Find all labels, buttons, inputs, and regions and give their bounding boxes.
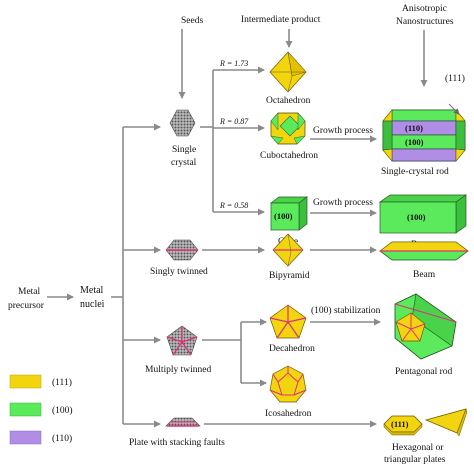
legend-label-110: (110) [52, 433, 72, 444]
legend-swatch-110 [9, 430, 42, 445]
pentagonal-rod-shape [394, 293, 457, 360]
legend: (111) (100) (110) [9, 374, 73, 445]
singly-twinned-label: Singly twinned [150, 267, 208, 277]
growth-label-2: Growth process [313, 198, 373, 208]
triangular-plate-shape [424, 408, 468, 437]
octahedron-label: Octahedron [266, 96, 311, 106]
anisotropic-label-2: Nanostructures [396, 17, 454, 27]
beam-shape [379, 241, 469, 261]
beam-label: Beam [413, 270, 436, 280]
growth-label-1: Growth process [313, 126, 373, 136]
cuboctahedron-shape [270, 112, 306, 145]
icosahedron-label: Icosahedron [265, 409, 312, 419]
legend-swatch-111 [9, 374, 42, 389]
single-crystal-rod-shape [382, 109, 466, 162]
rod-111-label: (111) [445, 73, 465, 84]
rod-110-label: (110) [405, 123, 423, 133]
multiply-twinned-label: Multiply twinned [145, 365, 211, 375]
metal-nuclei-label-2: nuclei [80, 299, 105, 310]
rod-100-label: (100) [405, 137, 424, 147]
legend-label-111: (111) [52, 377, 72, 388]
ratio-label-2: R = 0.87 [219, 117, 249, 126]
decahedron-shape [269, 304, 307, 339]
pentagonal-rod-label: Pentagonal rod [395, 367, 453, 377]
bipyramid-shape [272, 233, 304, 267]
bar-face-label: (100) [407, 212, 426, 222]
ratio-label-3: R = 0.58 [219, 201, 248, 210]
bipyramid-label: Bipyramid [269, 271, 310, 281]
ratio-label-1: R = 1.73 [219, 59, 248, 68]
seeds-label: Seeds [181, 16, 203, 26]
icosahedron-shape [269, 365, 307, 403]
plate-seed [165, 417, 201, 427]
plate-faults-label: Plate with stacking faults [129, 437, 225, 448]
metal-precursor-label-1: Metal [18, 287, 41, 297]
singly-twinned-seed [165, 239, 199, 261]
stabilization-label: (100) stabilization [311, 305, 381, 316]
plate-111-label: (111) [391, 419, 409, 429]
anisotropic-label-1: Anisotropic [402, 4, 447, 14]
cuboctahedron-label: Cuboctahedron [260, 151, 318, 161]
plates-label-1: Hexagonal or [392, 443, 444, 453]
cube-face-label: (100) [274, 211, 293, 221]
single-crystal-label-1: Single [172, 145, 196, 155]
single-crystal-label-2: crystal [171, 158, 197, 168]
intermediate-product-label: Intermediate product [241, 15, 321, 25]
rod-111-pointer [448, 103, 460, 115]
single-crystal-rod-label: Single-crystal rod [381, 167, 449, 177]
metal-nuclei-label-1: Metal [80, 285, 104, 296]
decahedron-label: Decahedron [269, 344, 315, 354]
bar-shape [378, 194, 468, 234]
legend-label-100: (100) [52, 405, 73, 416]
single-crystal-seed [169, 109, 196, 137]
plates-label-2: triangular plates [384, 455, 446, 465]
metal-precursor-label-2: precursor [8, 301, 45, 311]
multiply-twinned-seed [166, 325, 198, 356]
hexagonal-plate-shape [383, 415, 423, 436]
octahedron-shape [269, 51, 307, 93]
legend-swatch-100 [9, 402, 42, 417]
cube-shape [269, 196, 309, 231]
